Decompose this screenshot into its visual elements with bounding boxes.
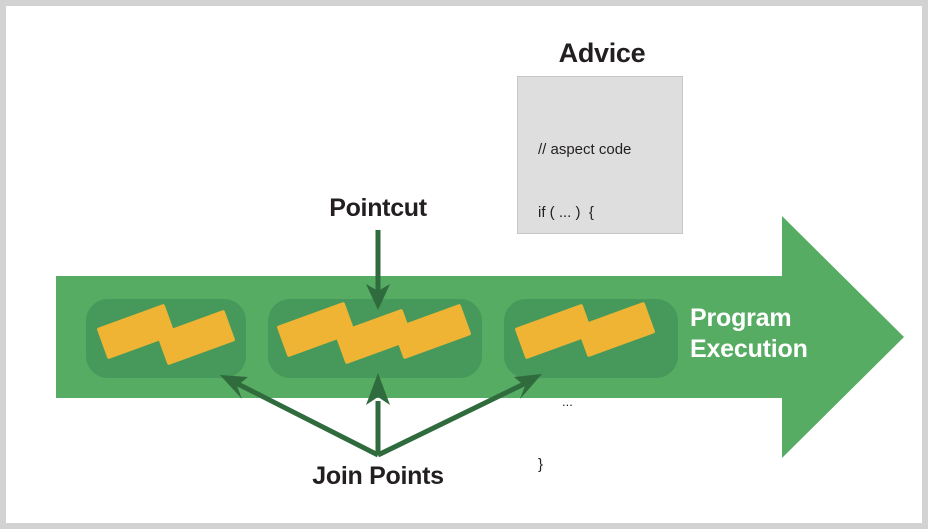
code-line-close-brace: } xyxy=(538,456,544,473)
code-line-comment: // aspect code xyxy=(538,141,632,158)
join-points-label: Join Points xyxy=(312,462,444,490)
code-line-if: if ( ... ) { xyxy=(538,204,594,221)
join-point-group-3 xyxy=(504,299,678,378)
join-point-group-1 xyxy=(86,299,246,378)
code-line-ellipsis-1: ... xyxy=(562,268,573,283)
advice-title: Advice xyxy=(558,38,646,68)
pointcut-label: Pointcut xyxy=(329,194,427,222)
advice-code-box: // aspect code if ( ... ) { ... } else {… xyxy=(517,76,683,473)
program-execution-line-2: Execution xyxy=(690,335,808,363)
code-line-ellipsis-2: ... xyxy=(562,394,573,409)
program-execution-line-1: Program xyxy=(690,304,792,332)
join-point-shape xyxy=(576,301,656,358)
join-points-arrows xyxy=(220,373,542,458)
pointcut-arrow xyxy=(366,230,390,310)
program-execution-label: Program Execution xyxy=(690,303,890,365)
join-point-group-2 xyxy=(268,299,482,378)
